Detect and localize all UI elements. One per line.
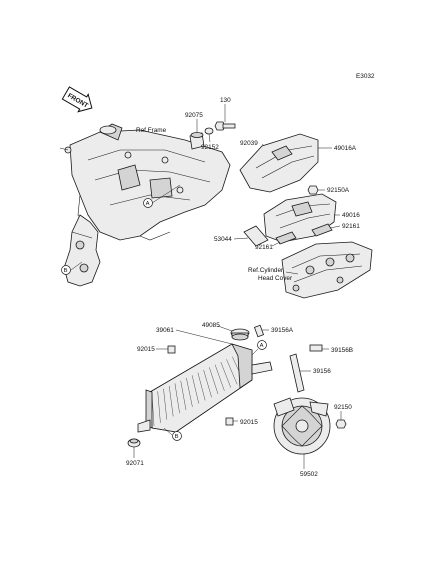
label-39156b: 39156B <box>331 347 353 354</box>
radiator-fins <box>151 353 251 427</box>
part-92150a-bolt <box>307 185 319 195</box>
part-49016a-cover <box>239 133 319 193</box>
label-49016a: 49016A <box>334 145 357 152</box>
frame-assembly <box>59 123 231 287</box>
part-92150-bolt <box>335 419 347 429</box>
label-92039: 92039 <box>240 140 258 147</box>
cylinder-head-cover <box>281 241 373 299</box>
label-49016: 49016 <box>342 212 360 219</box>
label-92015-top: 92015 <box>137 346 155 353</box>
part-39156-hose <box>289 353 305 393</box>
label-92161-left: 92161 <box>255 244 273 251</box>
label-53044: 53044 <box>214 236 232 243</box>
label-92150a: 92150A <box>327 187 350 194</box>
svg-text:B: B <box>175 434 179 440</box>
label-39156a: 39156A <box>271 327 294 334</box>
label-92071: 92071 <box>126 460 144 467</box>
label-92161-right: 92161 <box>342 223 360 230</box>
part-59502-fan <box>273 397 331 455</box>
ref-cylinder-label-2: Head Cover <box>258 275 293 282</box>
part-92015-clamp-top <box>167 345 176 354</box>
marker-a-frame: A <box>143 184 181 208</box>
part-92152-collar <box>204 127 214 135</box>
part-92071-grommet <box>127 438 141 448</box>
marker-b-frame: B <box>61 261 83 275</box>
label-130: 130 <box>220 97 231 104</box>
svg-text:B: B <box>64 268 68 274</box>
ref-frame-label: Ref.Frame <box>136 127 167 134</box>
front-arrow-icon: FRONT <box>61 86 93 113</box>
ref-cylinder-label-1: Ref.Cylinder <box>248 267 284 274</box>
label-92075: 92075 <box>185 112 203 119</box>
label-92015-bottom: 92015 <box>240 419 258 426</box>
label-49085: 49085 <box>202 322 220 329</box>
part-92015-clamp-bottom <box>225 417 234 426</box>
label-92150: 92150 <box>334 404 352 411</box>
part-39156b-hose <box>309 344 323 352</box>
part-39156a-hose <box>253 324 265 338</box>
svg-text:A: A <box>260 343 264 349</box>
part-53044-pad <box>243 225 269 247</box>
part-92161-pad-right <box>311 223 333 237</box>
radiator-assembly <box>137 343 273 433</box>
diagram-code: E3032 <box>356 73 375 80</box>
label-92152: 92152 <box>201 144 219 151</box>
part-130-bolt <box>214 121 236 131</box>
label-59502: 59502 <box>300 471 318 478</box>
part-92161-pad-left <box>275 231 297 245</box>
marker-b-radiator: B <box>163 427 182 441</box>
part-92075-grommet <box>189 132 205 150</box>
part-49016-cover <box>263 193 337 243</box>
svg-text:A: A <box>146 201 150 207</box>
part-49085-cap <box>230 328 250 341</box>
marker-a-radiator: A <box>251 340 267 356</box>
label-39061: 39061 <box>156 327 174 334</box>
label-39156: 39156 <box>313 368 331 375</box>
